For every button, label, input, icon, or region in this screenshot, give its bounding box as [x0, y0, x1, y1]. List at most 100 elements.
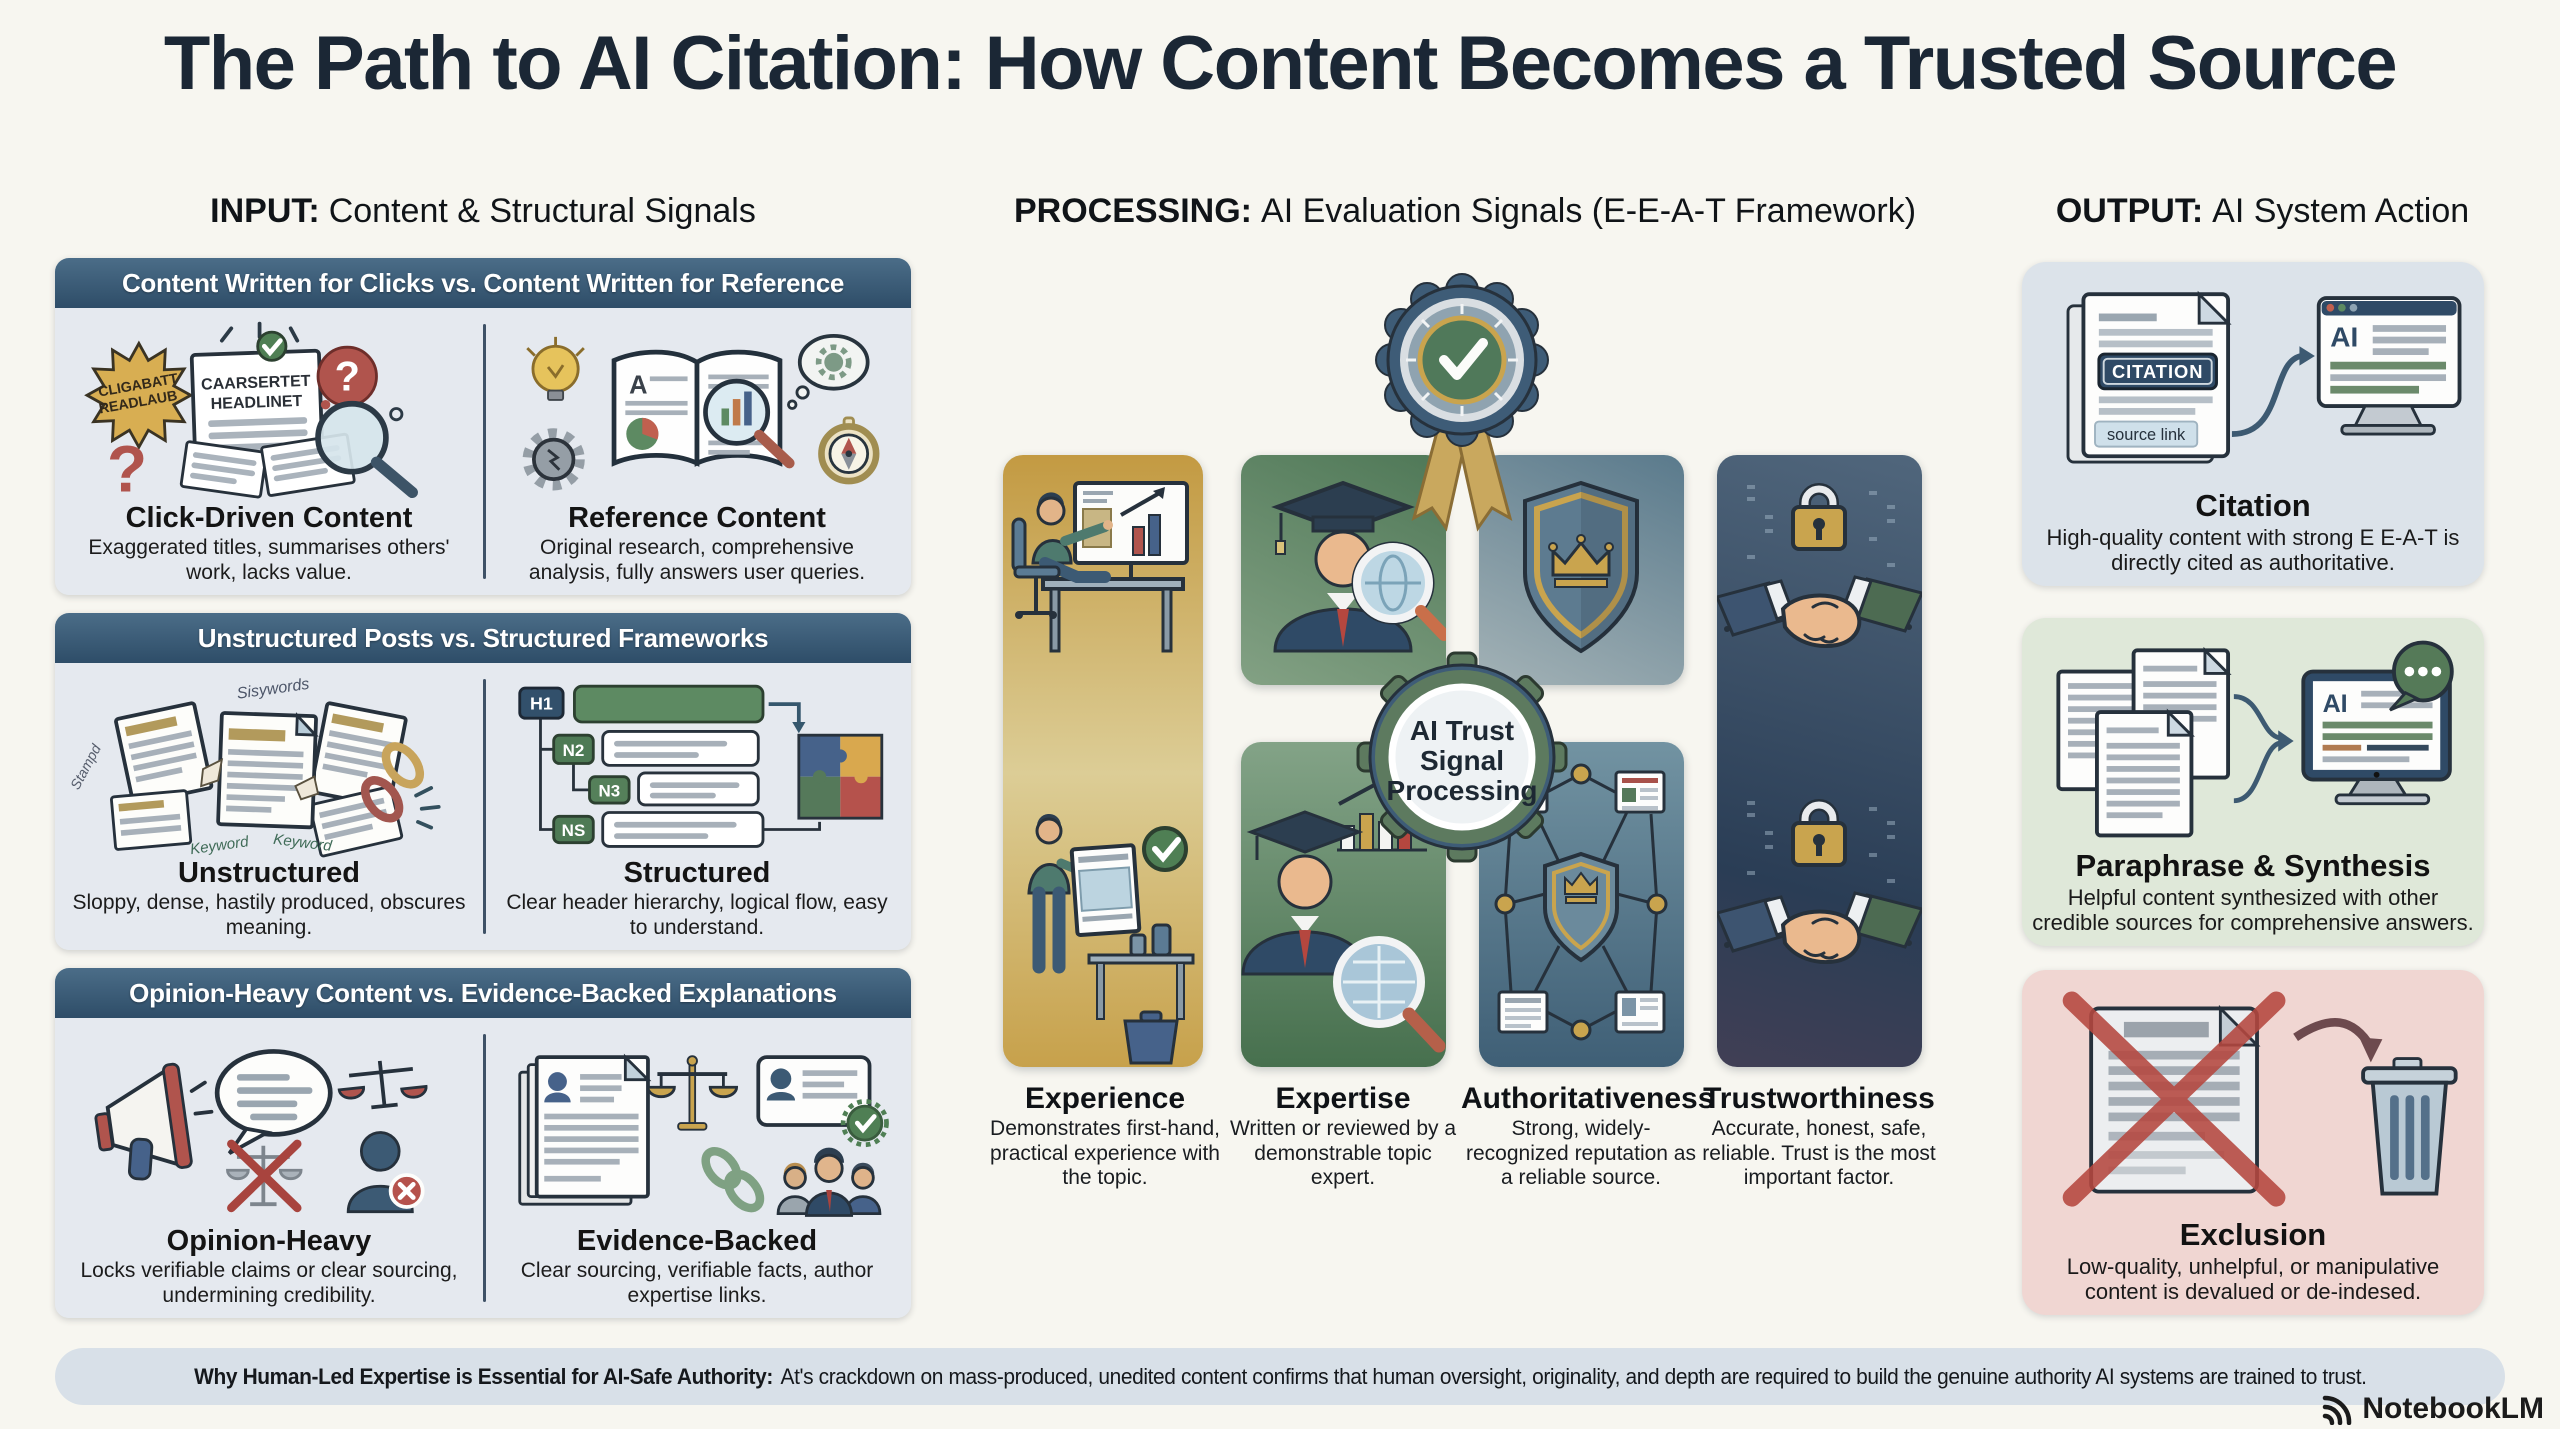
- label-trustworthiness: Trustworthiness Accurate, honest, safe, …: [1702, 1082, 1936, 1190]
- gold-scale-icon: [646, 1055, 739, 1131]
- source-doc-icon: [2094, 708, 2195, 838]
- gear-text-2: Signal: [1420, 745, 1504, 776]
- megaphone-icon: [94, 1062, 193, 1181]
- opinion-illustration: [94, 1049, 428, 1214]
- evidence-illustration: [518, 1053, 889, 1217]
- trust-illustration: [1717, 455, 1922, 1067]
- thought-gear-icon: [787, 333, 870, 410]
- expertise-bottom-illustration: [1241, 758, 1446, 1053]
- gear-text-3: Processing: [1387, 775, 1538, 806]
- award-ribbon-icon: [1352, 260, 1572, 572]
- arrow-icon: [2293, 1018, 2375, 1050]
- gear-icon: [522, 428, 585, 491]
- processing-section-header: PROCESSING: AI Evaluation Signals (E-E-A…: [990, 192, 1940, 231]
- structured-caption: Clear header hierarchy, logical flow, ea…: [506, 891, 888, 939]
- puzzle-icon: [797, 733, 884, 820]
- crown-icon: [1551, 540, 1611, 577]
- card1-header: Content Written for Clicks vs. Content W…: [55, 258, 911, 308]
- ai-label: AI: [2330, 321, 2358, 352]
- unstructured-title: Unstructured: [177, 856, 361, 889]
- pillar-trustworthiness: [1717, 455, 1922, 1067]
- merge-arrows-icon: [2233, 694, 2281, 804]
- paraphrase-title: Paraphrase & Synthesis: [2075, 847, 2431, 883]
- shield-crown-illustration: [1523, 480, 1639, 654]
- exclusion-illustration: [2062, 991, 2458, 1207]
- broken-chain-icon: [360, 742, 441, 830]
- label-stampd: Stampd: [71, 741, 104, 793]
- reference-half: A: [483, 308, 911, 595]
- exclusion-caption: Low-quality, unhelpful, or manipulative …: [2066, 1253, 2440, 1305]
- svg-text:?: ?: [335, 353, 360, 400]
- web-page-icon: [1614, 990, 1666, 1034]
- opinion-half: Opinion-Heavy Locks verifiable claims or…: [55, 1018, 483, 1318]
- processing-label: PROCESSING:: [1013, 192, 1253, 230]
- crossed-scale-icon: [226, 1139, 303, 1213]
- structured-half: H1 N2 N3 NS: [483, 663, 911, 950]
- web-page-icon: [1497, 990, 1549, 1034]
- rejected-doc-icon: [2062, 991, 2286, 1207]
- chain-link-icon: [701, 1147, 765, 1213]
- arrow-icon: [2231, 353, 2303, 437]
- citation-card: CITATION source link AI Citation High-qu…: [2022, 262, 2484, 586]
- monitor-icon: AI: [2316, 296, 2462, 436]
- author-doc-icon: [534, 1053, 652, 1199]
- output-text: AI System Action: [2212, 192, 2470, 230]
- trash-icon: [2361, 1057, 2458, 1196]
- evidence-caption: Clear sourcing, verifiable facts, author…: [520, 1259, 874, 1307]
- notebooklm-brand: NotebookLM: [2319, 1392, 2544, 1426]
- reference-caption: Original research, comprehensive analysi…: [528, 536, 866, 584]
- chart-magnifier-icon: [703, 378, 795, 469]
- book-letter: A: [629, 371, 647, 399]
- web-page-icon: [1614, 770, 1666, 814]
- id-card-icon: [756, 1055, 889, 1148]
- unstructured-illustration: Sisywords Stampd: [71, 675, 441, 858]
- magnifier-icon: [315, 400, 389, 475]
- footer-banner: Why Human-Led Expertise is Essential for…: [55, 1348, 2505, 1405]
- scale-icon: [337, 1060, 428, 1110]
- exclusion-title: Exclusion: [2179, 1216, 2327, 1252]
- card-opinion-vs-evidence: Opinion-Heavy Content vs. Evidence-Backe…: [55, 968, 911, 1318]
- citation-caption: High-quality content with strong E E-A-T…: [2046, 524, 2460, 576]
- notebooklm-icon: [2323, 1395, 2352, 1425]
- pillar-expertise-top: [1241, 455, 1446, 685]
- label-expertise: Expertise Written or reviewed by a demon…: [1229, 1082, 1457, 1190]
- label-sisywords: Sisywords: [236, 675, 311, 703]
- paraphrase-illustration: AI: [2056, 640, 2454, 838]
- pillar-experience: [1003, 455, 1203, 1067]
- n3-badge: N3: [598, 781, 620, 800]
- card-unstructured-vs-structured: Unstructured Posts vs. Structured Framew…: [55, 613, 911, 950]
- label-experience: Experience Demonstrates first-hand, prac…: [990, 1082, 1220, 1190]
- paraphrase-caption: Helpful content synthesized with other c…: [2032, 884, 2474, 936]
- small-doc: [179, 440, 268, 499]
- citation-illustration: CITATION source link AI: [2066, 290, 2462, 464]
- reference-illustration: A: [522, 333, 880, 491]
- click-driven-caption: Exaggerated titles, summarises others' w…: [88, 536, 450, 584]
- gear-text-1: AI Trust: [1410, 715, 1514, 746]
- headline-text-top: CAARSERTET: [201, 372, 311, 394]
- citation-badge: CITATION: [2112, 361, 2203, 382]
- input-section-header: INPUT: Content & Structural Signals: [55, 192, 911, 231]
- citation-title: Citation: [2195, 487, 2311, 523]
- red-x-icon: [2062, 991, 2286, 1207]
- ai-label: AI: [2322, 690, 2347, 718]
- card-clicks-vs-reference: Content Written for Clicks vs. Content W…: [55, 258, 911, 595]
- processing-text: AI Evaluation Signals (E-E-A-T Framework…: [1261, 192, 1917, 230]
- compass-icon: [818, 416, 880, 485]
- pillar-expertise-bottom: [1241, 742, 1446, 1067]
- red-question-mark: ?: [107, 431, 147, 502]
- opinion-title: Opinion-Heavy: [166, 1224, 372, 1257]
- divider: [483, 324, 486, 579]
- opinion-caption: Locks verifiable claims or clear sourcin…: [80, 1259, 458, 1307]
- lightbulb-icon: [526, 336, 585, 401]
- label-authoritativeness: Authoritativeness Strong, widely-recogni…: [1461, 1082, 1715, 1190]
- people-group-icon: [776, 1147, 882, 1217]
- page-title: The Path to AI Citation: How Content Bec…: [163, 21, 2398, 106]
- card2-header: Unstructured Posts vs. Structured Framew…: [55, 613, 911, 663]
- reference-title: Reference Content: [568, 501, 826, 534]
- person-x-icon: [346, 1131, 425, 1214]
- evidence-title: Evidence-Backed: [576, 1224, 818, 1257]
- input-text: Content & Structural Signals: [328, 192, 756, 230]
- h1-badge: H1: [530, 694, 553, 714]
- ai-trust-gear-badge: AI Trust Signal Processing: [1353, 648, 1571, 866]
